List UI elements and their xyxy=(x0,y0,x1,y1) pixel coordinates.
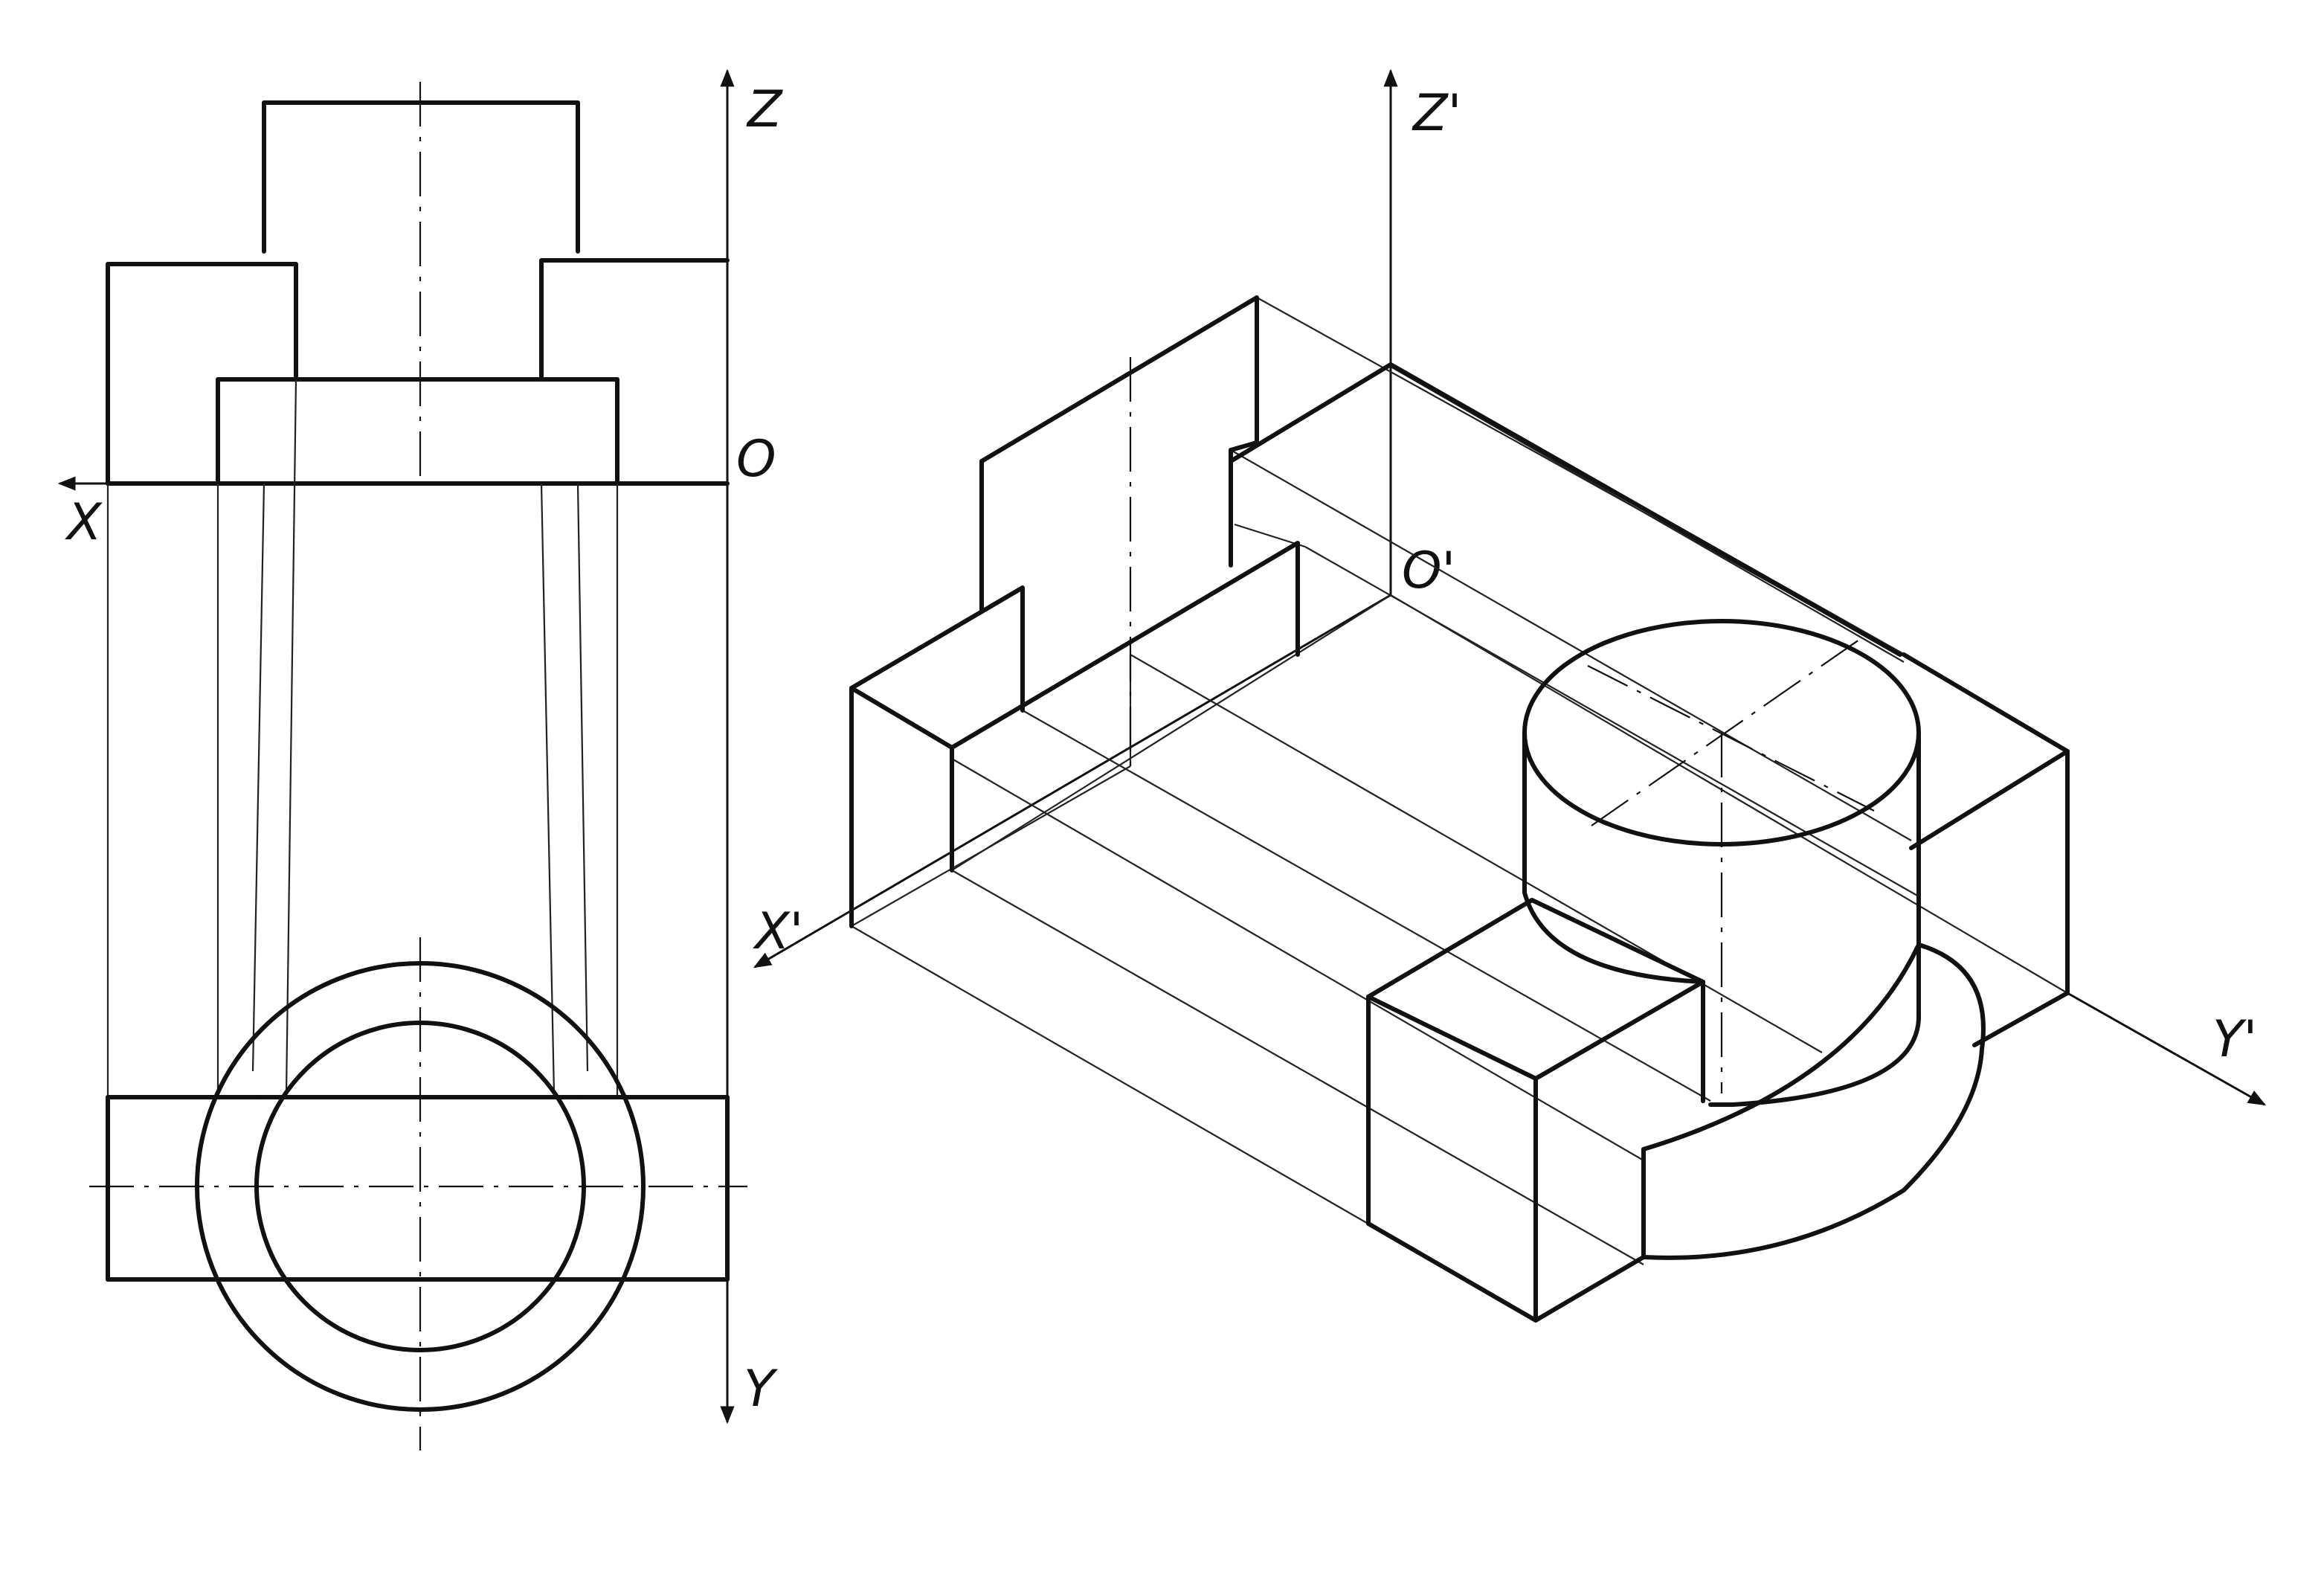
label-origin-prime: O' xyxy=(1402,542,1455,600)
top-view xyxy=(89,937,747,1451)
orthographic-views: Z X Y O xyxy=(57,68,783,1451)
label-x: X xyxy=(65,493,103,552)
label-origin: O xyxy=(736,430,776,489)
label-z: Z xyxy=(746,80,783,139)
projection-lines xyxy=(106,379,619,1101)
axis-y-prime xyxy=(2067,992,2267,1106)
label-x-prime: X' xyxy=(753,902,803,961)
label-y: Y xyxy=(744,1360,778,1419)
axis-x-prime xyxy=(753,594,1391,969)
isometric-view: Z' X' Y' O' xyxy=(753,68,2267,1323)
isometric-object xyxy=(849,295,2070,1323)
label-z-prime: Z' xyxy=(1412,84,1461,143)
front-view xyxy=(106,82,730,486)
label-y-prime: Y' xyxy=(2212,1010,2257,1069)
construction-lines xyxy=(851,297,2068,1319)
